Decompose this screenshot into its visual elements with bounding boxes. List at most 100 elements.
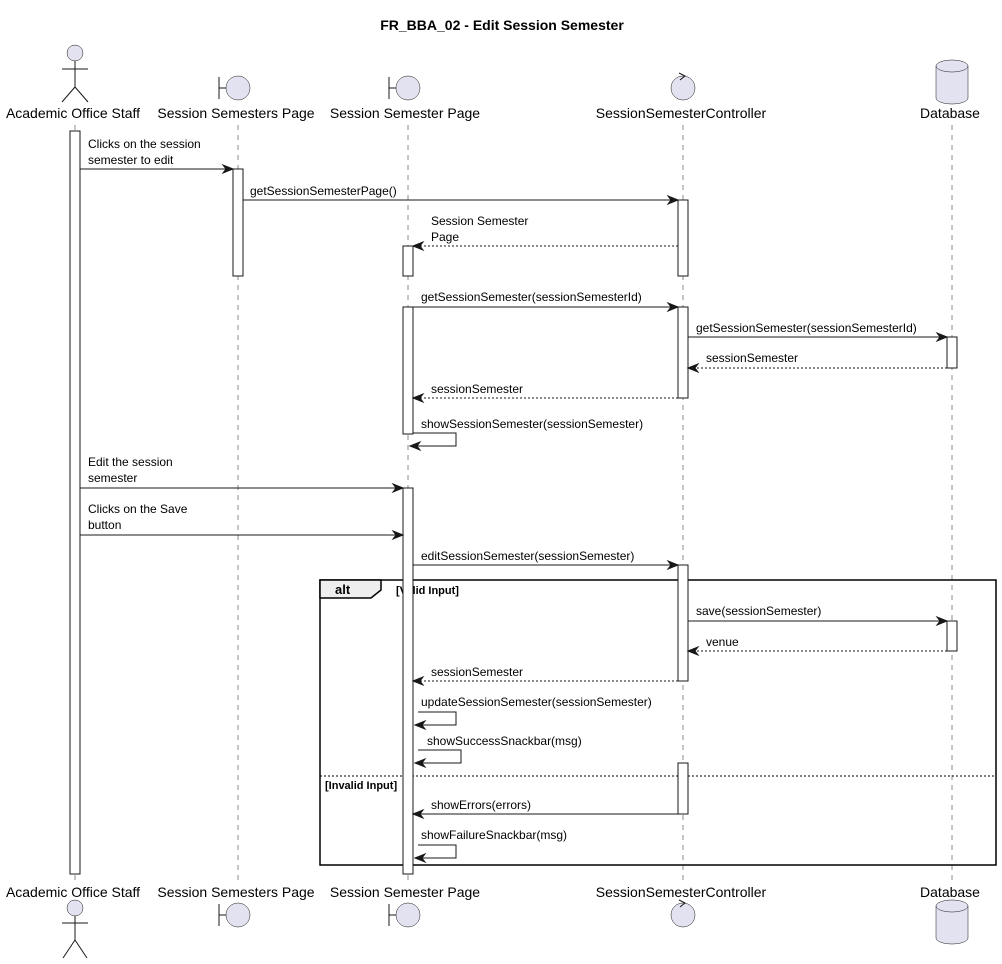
message-label: sessionSemester: [431, 382, 523, 396]
boundary-icon: [218, 75, 251, 101]
arrowhead: [413, 852, 427, 864]
message-label: showSuccessSnackbar(msg): [427, 734, 582, 748]
lifelines: [74, 125, 953, 880]
database-icon: [935, 899, 969, 945]
arrowhead: [221, 163, 235, 175]
message-label: sessionSemester: [706, 351, 798, 365]
alt-frame: [319, 579, 997, 866]
self-message-arrow: [410, 432, 457, 447]
arrowhead: [411, 240, 425, 252]
message: Edit the session semester: [80, 455, 405, 494]
arrowhead: [935, 331, 949, 343]
arrowhead: [413, 719, 427, 731]
message: getSessionSemester(sessionSemesterId): [413, 290, 680, 313]
message: sessionSemester: [411, 665, 678, 687]
message-label: venue: [706, 635, 739, 649]
message-label: editSessionSemester(sessionSemester): [421, 549, 634, 563]
arrowhead: [413, 757, 427, 769]
self-message-arrow: [415, 749, 462, 764]
participant-label-semesters-page-bottom: Session Semesters Page: [157, 884, 314, 900]
control-icon: [670, 899, 696, 928]
message-label: getSessionSemester(sessionSemesterId): [421, 290, 642, 304]
message-label: semester to edit: [88, 153, 174, 167]
alt-label: alt: [335, 582, 351, 597]
message-label: Edit the session: [88, 455, 173, 469]
self-message-arrow: [415, 711, 457, 726]
self-message-arrow: [415, 844, 457, 859]
alt-tab: [319, 579, 382, 599]
control-icon: [670, 72, 696, 101]
database-icon: [935, 59, 969, 105]
message-label: getSessionSemester(sessionSemesterId): [696, 321, 917, 335]
message-label: showErrors(errors): [431, 798, 531, 812]
message: showSuccessSnackbar(msg): [413, 734, 582, 769]
diagram-title: FR_BBA_02 - Edit Session Semester: [380, 17, 624, 33]
activation-semester-page-3: [402, 487, 414, 875]
message-label: semester: [88, 471, 137, 485]
message: Session SemesterPage: [411, 214, 678, 252]
arrowhead: [391, 529, 405, 541]
actor-icon: [61, 44, 89, 103]
message: venue: [686, 635, 947, 657]
activations: [69, 130, 958, 875]
message: save(sessionSemester): [688, 604, 949, 627]
arrowhead: [408, 440, 422, 452]
activation-controller-4: [677, 762, 689, 815]
message: Clicks on the session semester to edit: [80, 137, 235, 175]
alt-guard-invalid: [Invalid Input]: [325, 780, 397, 792]
boundary-icon: [388, 902, 421, 928]
arrowhead: [686, 645, 700, 657]
arrowhead: [411, 392, 425, 404]
activation-semesters-page: [232, 168, 244, 277]
boundary-icon: [218, 902, 251, 928]
message: getSessionSemesterPage(): [243, 184, 680, 206]
participant-label-controller: SessionSemesterController: [596, 105, 767, 121]
participant-label-staff: Academic Office Staff: [6, 105, 140, 121]
message-label: getSessionSemesterPage(): [250, 184, 397, 198]
arrowhead: [411, 808, 425, 820]
message-label: showSessionSemester(sessionSemester): [421, 417, 643, 431]
arrowhead: [391, 482, 405, 494]
message: updateSessionSemester(sessionSemester): [413, 695, 652, 731]
message: getSessionSemester(sessionSemesterId): [688, 321, 949, 343]
activation-staff: [69, 130, 81, 875]
activation-controller-2: [677, 306, 689, 399]
message-label: save(sessionSemester): [696, 604, 821, 618]
messages: Clicks on the session semester to edit get…: [80, 137, 949, 864]
activation-database-2: [946, 620, 958, 652]
arrowhead: [666, 559, 680, 571]
participants-bottom: [62, 899, 969, 959]
message-label: updateSessionSemester(sessionSemester): [421, 695, 652, 709]
message: showErrors(errors): [411, 798, 678, 820]
participant-label-semester-page-bottom: Session Semester Page: [330, 884, 480, 900]
activation-semester-page-1: [402, 245, 414, 277]
arrowhead: [666, 301, 680, 313]
participants-top: [61, 44, 969, 105]
participant-label-controller-bottom: SessionSemesterController: [596, 884, 767, 900]
activation-database-1: [946, 336, 958, 369]
activation-controller-3: [677, 564, 689, 682]
participant-label-semester-page: Session Semester Page: [330, 105, 480, 121]
participant-label-staff-bottom: Academic Office Staff: [6, 884, 140, 900]
participant-labels-top: Academic Office Staff Session Semesters …: [6, 105, 980, 121]
message: showFailureSnackbar(msg): [413, 828, 567, 864]
participant-label-database-bottom: Database: [920, 884, 980, 900]
message-label: Clicks on the session: [88, 137, 201, 151]
actor-icon: [62, 899, 88, 959]
message-label: showFailureSnackbar(msg): [421, 828, 567, 842]
message: sessionSemester: [411, 382, 678, 404]
arrowhead: [935, 615, 949, 627]
message-label: Page: [431, 230, 459, 244]
activation-semester-page-2: [402, 306, 414, 435]
message-label: Session Semester: [431, 214, 528, 228]
participant-label-database: Database: [920, 105, 980, 121]
participant-labels-bottom: Academic Office Staff Session Semesters …: [6, 884, 980, 900]
message: editSessionSemester(sessionSemester): [413, 549, 680, 571]
message-label: Clicks on the Save: [88, 502, 188, 516]
arrowhead: [666, 194, 680, 206]
arrowhead: [686, 362, 700, 374]
message: showSessionSemester(sessionSemester): [408, 417, 643, 452]
arrowhead: [411, 675, 425, 687]
